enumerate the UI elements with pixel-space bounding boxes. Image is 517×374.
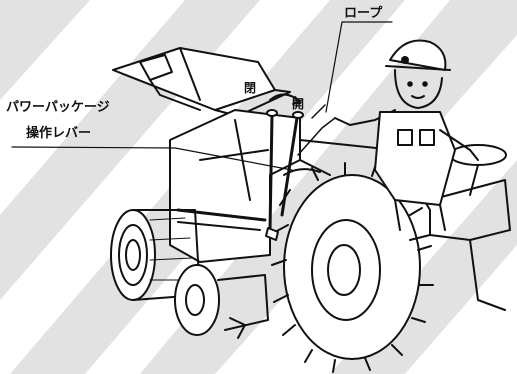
lever-label-line1: パワーパッケージ bbox=[6, 101, 110, 114]
close-label: 閉 bbox=[244, 82, 256, 94]
rope-label: ロープ bbox=[344, 7, 382, 20]
open-label: 開 bbox=[292, 98, 304, 110]
stripe-1 bbox=[0, 0, 90, 100]
lever-label-line2: 操作レバー bbox=[26, 127, 91, 140]
